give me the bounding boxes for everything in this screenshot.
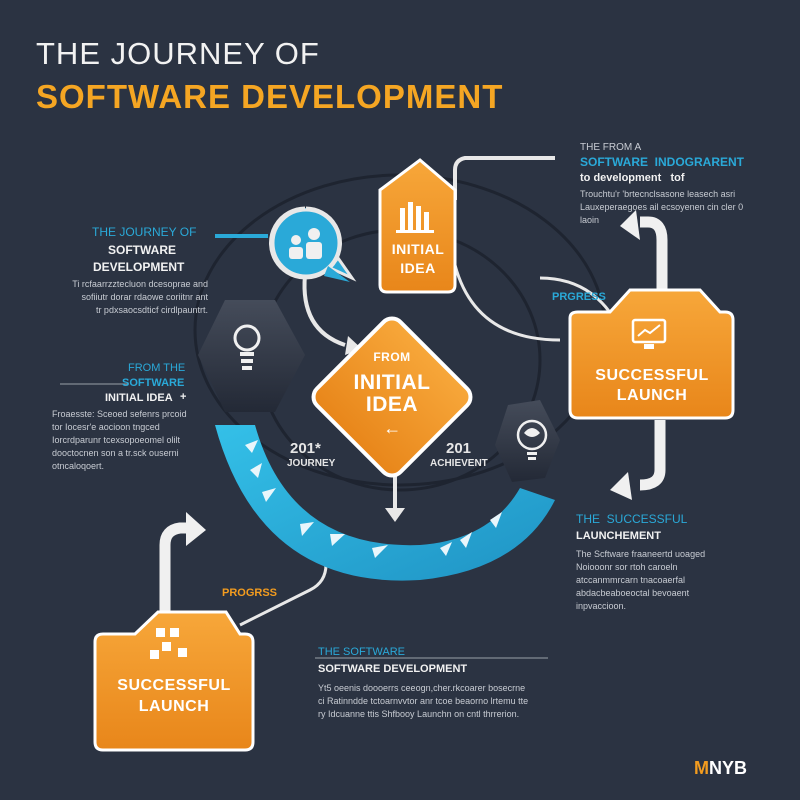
right-arrow-down bbox=[639, 420, 666, 491]
center-diamond bbox=[311, 316, 473, 478]
left-mid-heading-3: INITIAL IDEA bbox=[105, 392, 173, 404]
achievent-label: ACHIEVENT bbox=[430, 458, 488, 469]
top-idea-label: INITIAL IDEA bbox=[391, 241, 445, 276]
right-arrow-up bbox=[640, 216, 668, 330]
connector-idea-launch bbox=[453, 264, 561, 342]
brain-hex bbox=[495, 400, 560, 482]
monitor-icon bbox=[631, 318, 667, 349]
progress-label-right: PRGRESS bbox=[552, 291, 606, 303]
left-top-heading-3: DEVELOPMENT bbox=[93, 260, 185, 274]
left-mid-plus-icon: + bbox=[180, 391, 187, 403]
lightbulb-icon bbox=[233, 324, 261, 370]
left-top-heading-1: THE JOURNEY OF bbox=[92, 225, 197, 239]
left-mid-heading-1: FROM THE bbox=[128, 362, 186, 374]
bottom-heading-1: THE SOFTWARE bbox=[318, 646, 405, 658]
network-icon bbox=[150, 628, 187, 659]
year-left: 201* bbox=[290, 440, 321, 457]
chart-icon bbox=[396, 202, 434, 233]
top-right-heading-1: THE FROM A bbox=[580, 142, 642, 153]
brand-logo: MNYB bbox=[694, 758, 748, 778]
center-arrow-icon: ← bbox=[383, 418, 402, 438]
left-top-body: Ti rcfaarrzztecluon dcesoprae and sofiiu… bbox=[72, 279, 208, 315]
year-right: 201 bbox=[446, 440, 472, 457]
right-mid-body: The Scftware fraaneertd uoaged Noiooonr … bbox=[576, 549, 706, 611]
brain-icon bbox=[524, 428, 540, 460]
top-right-body: Trouchtu'r 'brtecnclsasone leasech asri … bbox=[580, 189, 744, 225]
title-line-1: THE JOURNEY OF bbox=[36, 36, 320, 71]
connector-curve-left bbox=[302, 274, 346, 347]
progress-band bbox=[215, 425, 555, 581]
connector-top bbox=[453, 156, 555, 200]
bottom-arrow-up bbox=[159, 522, 188, 640]
bottom-heading-2: SOFTWARE DEVELOPMENT bbox=[318, 663, 468, 675]
journey-label: JOURNEY bbox=[287, 458, 336, 469]
left-mid-body: Froaesste: Sceoed sefenrs prcoid tor Ioc… bbox=[52, 409, 187, 471]
center-from-label: FROM bbox=[373, 350, 411, 364]
down-arrow-head bbox=[385, 508, 405, 522]
top-right-heading-2: SOFTWARE INDOGRARENT bbox=[580, 155, 744, 169]
right-mid-heading-2: LAUNCHEMENT bbox=[576, 530, 661, 542]
center-idea-label: INITIAL IDEA bbox=[353, 371, 431, 416]
right-launch-label: SUCCESSFUL LAUNCH bbox=[595, 367, 709, 404]
band-arrows bbox=[245, 440, 502, 558]
right-mid-heading-1: THE SUCCESSFUL bbox=[576, 512, 688, 526]
left-top-heading-2: SOFTWARE bbox=[108, 243, 176, 257]
left-mid-heading-2: SOFTWARE bbox=[122, 377, 185, 389]
top-right-heading-2b: to development tof bbox=[580, 172, 685, 184]
bottom-launch-tag bbox=[93, 610, 255, 752]
progress-label-bottom: PROGRSS bbox=[222, 587, 278, 599]
connector-bottom bbox=[239, 554, 328, 627]
right-launch-tag bbox=[568, 288, 735, 420]
bottom-launch-label: SUCCESSFUL LAUNCH bbox=[117, 677, 231, 715]
title-line-2: SOFTWARE DEVELOPMENT bbox=[36, 78, 504, 115]
bottom-body: Yt5 oeenis doooerrs ceeogn,cher.rkcoarer… bbox=[318, 683, 529, 719]
people-icon bbox=[289, 228, 322, 259]
